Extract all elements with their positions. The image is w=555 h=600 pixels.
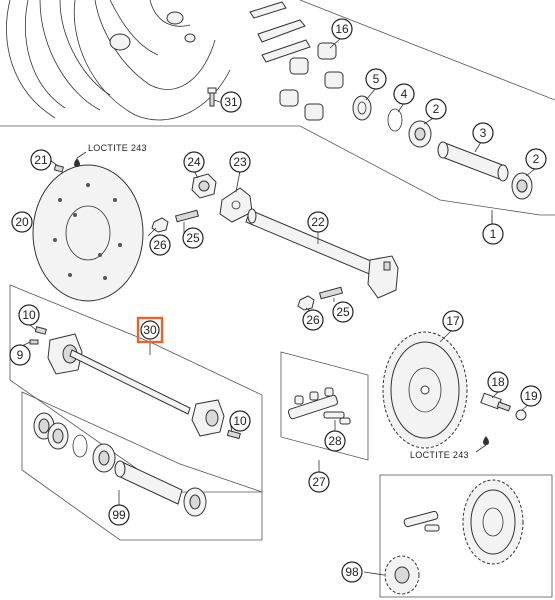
callout-20-text: 20 xyxy=(15,215,29,229)
callout-31-text: 31 xyxy=(224,95,238,109)
callout-5-text: 5 xyxy=(373,72,380,86)
callout-1[interactable]: 1 xyxy=(482,223,504,245)
callout-10-lower[interactable]: 10 xyxy=(229,410,251,432)
callout-17[interactable]: 17 xyxy=(442,310,464,332)
sprocket-kit-98 xyxy=(384,479,524,595)
disc-screw-21 xyxy=(53,158,80,173)
callout-2-upper-text: 2 xyxy=(433,102,440,116)
callout-19[interactable]: 19 xyxy=(520,385,542,407)
callout-4-text: 4 xyxy=(401,87,408,101)
callout-99-text: 99 xyxy=(112,508,126,522)
callout-2-right-text: 2 xyxy=(533,152,540,166)
callout-18[interactable]: 18 xyxy=(487,371,509,393)
callout-98[interactable]: 98 xyxy=(341,561,363,583)
wheel-decal xyxy=(249,1,311,63)
callout-9-text: 9 xyxy=(17,348,24,362)
callout-22[interactable]: 22 xyxy=(307,211,329,233)
callout-9[interactable]: 9 xyxy=(9,344,31,366)
axle-nut-24 xyxy=(191,173,217,199)
sprocket-bolt-18 xyxy=(480,392,527,445)
callout-30[interactable]: 30 xyxy=(136,316,164,344)
callout-27[interactable]: 27 xyxy=(308,471,330,493)
callout-16[interactable]: 16 xyxy=(331,18,353,40)
bolt-31 xyxy=(207,87,217,107)
callout-19-text: 19 xyxy=(524,389,538,403)
bearing-2-right xyxy=(511,172,533,200)
loctite-label-bottom: LOCTITE 243 xyxy=(410,450,469,460)
callout-25-upper[interactable]: 25 xyxy=(182,227,204,249)
callout-26-lower[interactable]: 26 xyxy=(302,309,324,331)
callout-20[interactable]: 20 xyxy=(11,211,33,233)
callout-26-lower-text: 26 xyxy=(306,313,320,327)
rear-wheel-rim xyxy=(6,0,231,121)
callout-25-lower[interactable]: 25 xyxy=(332,301,354,323)
callout-1-text: 1 xyxy=(490,227,497,241)
callout-2-upper[interactable]: 2 xyxy=(425,98,447,120)
callout-23-text: 23 xyxy=(233,155,247,169)
chain-links xyxy=(287,387,351,425)
axle-assembly-30 xyxy=(29,326,241,440)
callout-98-text: 98 xyxy=(345,565,359,579)
callout-17-text: 17 xyxy=(446,314,460,328)
callout-28-text: 28 xyxy=(328,434,342,448)
callout-10-lower-text: 10 xyxy=(233,414,247,428)
spacer-3 xyxy=(437,141,509,182)
callout-25-upper-text: 25 xyxy=(186,231,200,245)
callout-25-lower-text: 25 xyxy=(336,305,350,319)
callout-26-upper[interactable]: 26 xyxy=(149,234,171,256)
callout-4[interactable]: 4 xyxy=(393,83,415,105)
callout-21-text: 21 xyxy=(34,153,48,167)
seal-and-circlip xyxy=(352,95,432,148)
brake-disc xyxy=(32,164,144,302)
callout-23[interactable]: 23 xyxy=(229,151,251,173)
callout-26-upper-text: 26 xyxy=(153,238,167,252)
callout-3[interactable]: 3 xyxy=(472,122,494,144)
callout-21[interactable]: 21 xyxy=(30,149,52,171)
bushings-group xyxy=(279,42,344,121)
callout-27-text: 27 xyxy=(312,475,326,489)
callout-16-text: 16 xyxy=(335,22,349,36)
rear-sprocket-17 xyxy=(382,331,468,449)
callout-10-upper[interactable]: 10 xyxy=(18,304,40,326)
callout-24[interactable]: 24 xyxy=(183,151,205,173)
callout-2-right[interactable]: 2 xyxy=(525,148,547,170)
callout-31[interactable]: 31 xyxy=(220,91,242,113)
loctite-label-top: LOCTITE 243 xyxy=(88,143,147,153)
callout-30-text: 30 xyxy=(143,323,157,337)
callout-3-text: 3 xyxy=(480,126,487,140)
callout-28[interactable]: 28 xyxy=(324,430,346,452)
callout-22-text: 22 xyxy=(311,215,325,229)
callout-10-upper-text: 10 xyxy=(22,308,36,322)
callout-5[interactable]: 5 xyxy=(365,68,387,90)
leader-lines xyxy=(21,37,537,576)
bearing-kit-99 xyxy=(33,412,207,517)
callout-24-text: 24 xyxy=(187,155,201,169)
callout-99[interactable]: 99 xyxy=(108,504,130,526)
callout-18-text: 18 xyxy=(491,375,505,389)
chain-adjuster-right xyxy=(367,255,399,299)
